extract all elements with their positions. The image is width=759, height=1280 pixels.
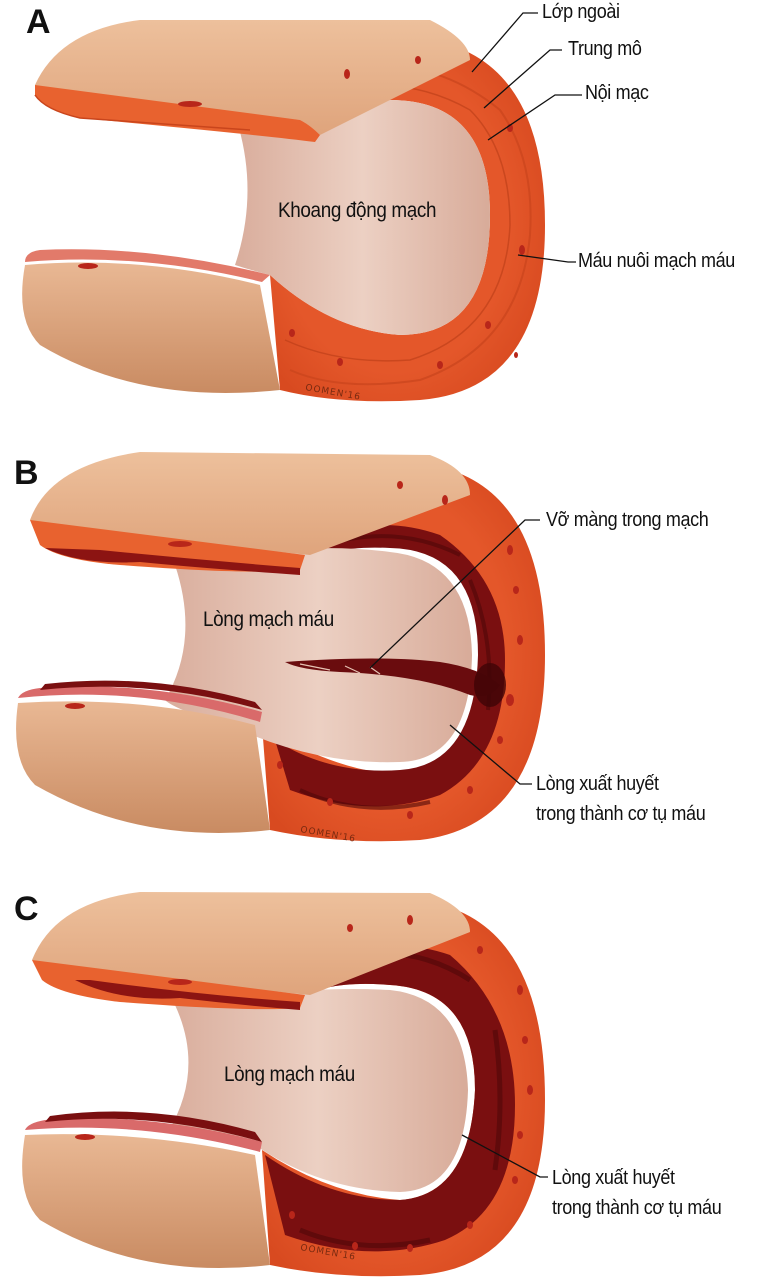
intramural-hematoma	[275, 525, 505, 807]
vasa-vasorum	[178, 101, 202, 107]
upper-wall-cut	[30, 452, 470, 555]
lower-wall-cut	[22, 262, 281, 393]
panel-label-c: C	[14, 890, 39, 928]
label-intimal-tear: Vỡ màng trong mạch	[546, 509, 709, 531]
lower-wall-cut	[22, 1134, 271, 1268]
panel-c: OOMEN'16 C Lòng mạch máu Lòng xuất huyết…	[0, 880, 759, 1280]
panel-a: OOMEN'16 A Khoang động mạch Lớp ngoài Tr…	[0, 0, 759, 420]
lower-wall-cut	[16, 701, 270, 833]
label-adventitia: Lớp ngoài	[542, 1, 620, 23]
leader-lines	[471, 12, 582, 263]
intramural-hematoma	[265, 946, 515, 1252]
label-line-1: Lòng xuất huyết	[536, 773, 659, 795]
panel-b: OOMEN'16 B Lòng mạch máu Vỡ màng trong m…	[0, 440, 759, 860]
label-true-lumen: Lòng mạch máu	[203, 608, 334, 631]
vasa-vasorum-dots	[289, 56, 525, 369]
lumen	[235, 99, 490, 335]
label-arterial-lumen: Khoang động mạch	[278, 199, 437, 222]
label-intramural-hematoma: Lòng xuất huyết trong thành cơ tụ máu	[536, 769, 706, 829]
label-line-2: trong thành cơ tụ máu	[552, 1197, 722, 1219]
adventitia-ring	[270, 40, 545, 402]
label-vasa-vasorum: Máu nuôi mạch máu	[578, 250, 735, 272]
leader-lines	[461, 1134, 548, 1178]
label-true-lumen: Lòng mạch máu	[224, 1063, 355, 1086]
artery-illustration-intimal-tear: OOMEN'16	[16, 452, 545, 845]
vasa-vasorum-dots	[289, 915, 533, 1252]
upper-wall-cut	[32, 892, 470, 995]
label-media: Trung mô	[568, 38, 642, 60]
label-line-2: trong thành cơ tụ máu	[536, 803, 706, 825]
artery-illustration-normal: OOMEN'16	[22, 12, 582, 403]
vasa-vasorum-dots	[277, 481, 523, 819]
label-intramural-hematoma: Lòng xuất huyết trong thành cơ tụ máu	[552, 1163, 722, 1223]
leader-lines	[369, 519, 540, 785]
intimal-tear	[285, 658, 500, 697]
panel-label-b: B	[14, 454, 39, 492]
panel-label-a: A	[26, 3, 51, 41]
artery-illustration-hematoma: OOMEN'16	[22, 892, 548, 1277]
label-line-1: Lòng xuất huyết	[552, 1167, 675, 1189]
upper-wall-cut	[35, 20, 470, 135]
label-intima: Nội mạc	[585, 82, 649, 104]
